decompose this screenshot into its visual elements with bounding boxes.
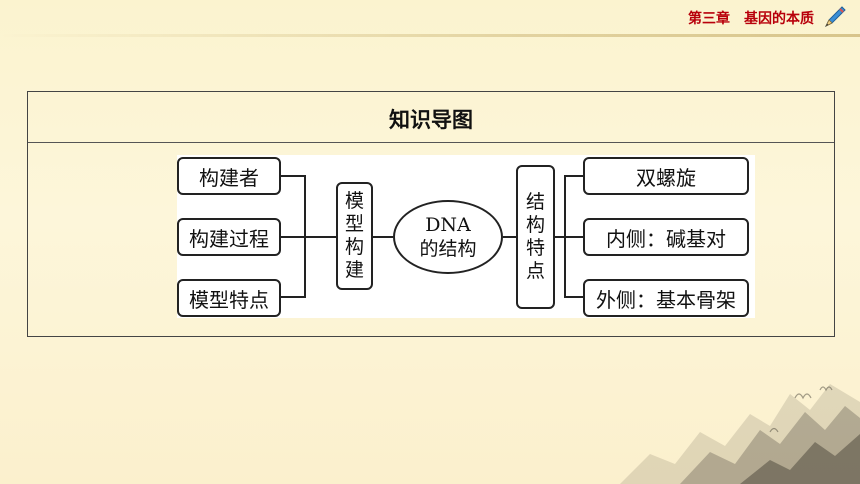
node-model-features: 模型特点 — [177, 279, 281, 317]
right-bracket — [564, 175, 583, 298]
node-outer-backbone: 外侧：基本骨架 — [583, 279, 749, 317]
node-build-process: 构建过程 — [177, 218, 281, 256]
mind-map: 构建者 构建过程 模型特点 模型构建 DNA 的结构 结构特点 双螺旋 内侧：碱… — [177, 155, 755, 318]
center-line-2: 的结构 — [419, 238, 477, 260]
left-bracket — [281, 175, 306, 298]
center-dna-structure: DNA 的结构 — [393, 200, 503, 274]
center-line-1: DNA — [425, 214, 471, 236]
header-strip — [0, 34, 860, 37]
chapter-title: 第三章 基因的本质 — [688, 11, 814, 27]
pencil-icon — [824, 6, 846, 28]
knowledge-map-panel: 知识导图 — [27, 91, 835, 337]
node-double-helix: 双螺旋 — [583, 157, 749, 195]
hub-model-building-label: 模型构建 — [344, 190, 364, 281]
hub-structure-features: 结构特点 — [516, 165, 555, 309]
hub-model-building: 模型构建 — [336, 182, 373, 290]
panel-title: 知识导图 — [389, 108, 473, 132]
panel-title-row: 知识导图 — [28, 92, 834, 143]
node-inner-base-pairs: 内侧：碱基对 — [583, 218, 749, 256]
ink-landscape-decoration — [620, 384, 860, 484]
node-builder: 构建者 — [177, 157, 281, 195]
hub-structure-features-label: 结构特点 — [525, 191, 545, 282]
connector-lines — [281, 175, 583, 298]
chapter-header: 第三章 基因的本质 — [0, 0, 860, 40]
